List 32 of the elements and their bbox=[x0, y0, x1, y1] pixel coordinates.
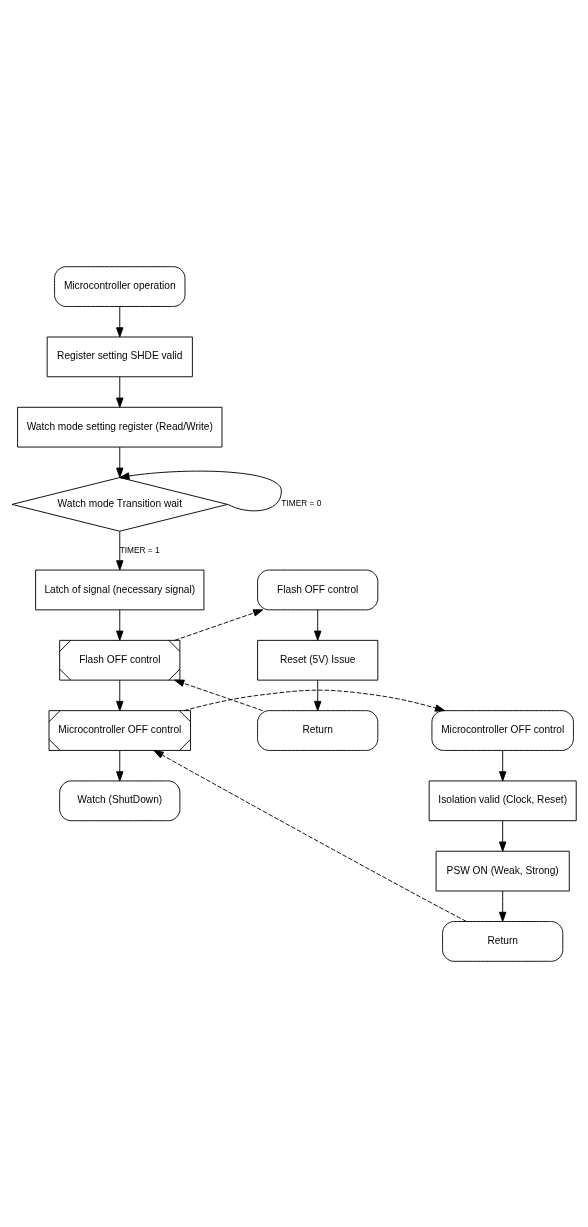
arrow bbox=[314, 609, 322, 641]
arrow bbox=[499, 890, 507, 922]
arrow bbox=[499, 819, 507, 852]
node-box: PSW ON (Weak, Strong) bbox=[435, 850, 570, 891]
arrow bbox=[119, 470, 282, 511]
edge-label: TIMER = 1 bbox=[119, 544, 160, 555]
arrow bbox=[183, 689, 446, 712]
node-box: Register setting SHDE valid bbox=[46, 336, 193, 377]
arrow bbox=[116, 609, 124, 641]
node-box: Return bbox=[257, 709, 379, 751]
arrow bbox=[314, 679, 322, 711]
arrow bbox=[174, 679, 264, 711]
arrow bbox=[116, 679, 124, 711]
node-box: Return bbox=[442, 920, 564, 962]
node-box: Microcontroller operation bbox=[54, 265, 186, 307]
arrow bbox=[116, 305, 124, 337]
node-diamond: Watch mode Transition wait bbox=[11, 476, 228, 532]
node-box: Flash OFF control bbox=[257, 569, 379, 610]
node-box: Watch (ShutDown) bbox=[59, 780, 181, 821]
node-box: Watch mode setting register (Read/Write) bbox=[17, 406, 223, 447]
arrow bbox=[499, 749, 507, 781]
arrow bbox=[174, 608, 264, 641]
edge-label: TIMER = 0 bbox=[281, 497, 322, 508]
node-box: Microcontroller OFF control bbox=[431, 709, 574, 751]
arrow bbox=[116, 530, 124, 570]
arrow bbox=[116, 446, 124, 478]
arrow bbox=[116, 749, 124, 781]
node-box: Isolation valid (Clock, Reset) bbox=[428, 780, 577, 821]
arrow bbox=[153, 749, 467, 922]
node-box: Reset (5V) Issue bbox=[257, 639, 379, 681]
node-box: Latch of signal (necessary signal) bbox=[35, 569, 205, 610]
arrow bbox=[116, 375, 124, 408]
